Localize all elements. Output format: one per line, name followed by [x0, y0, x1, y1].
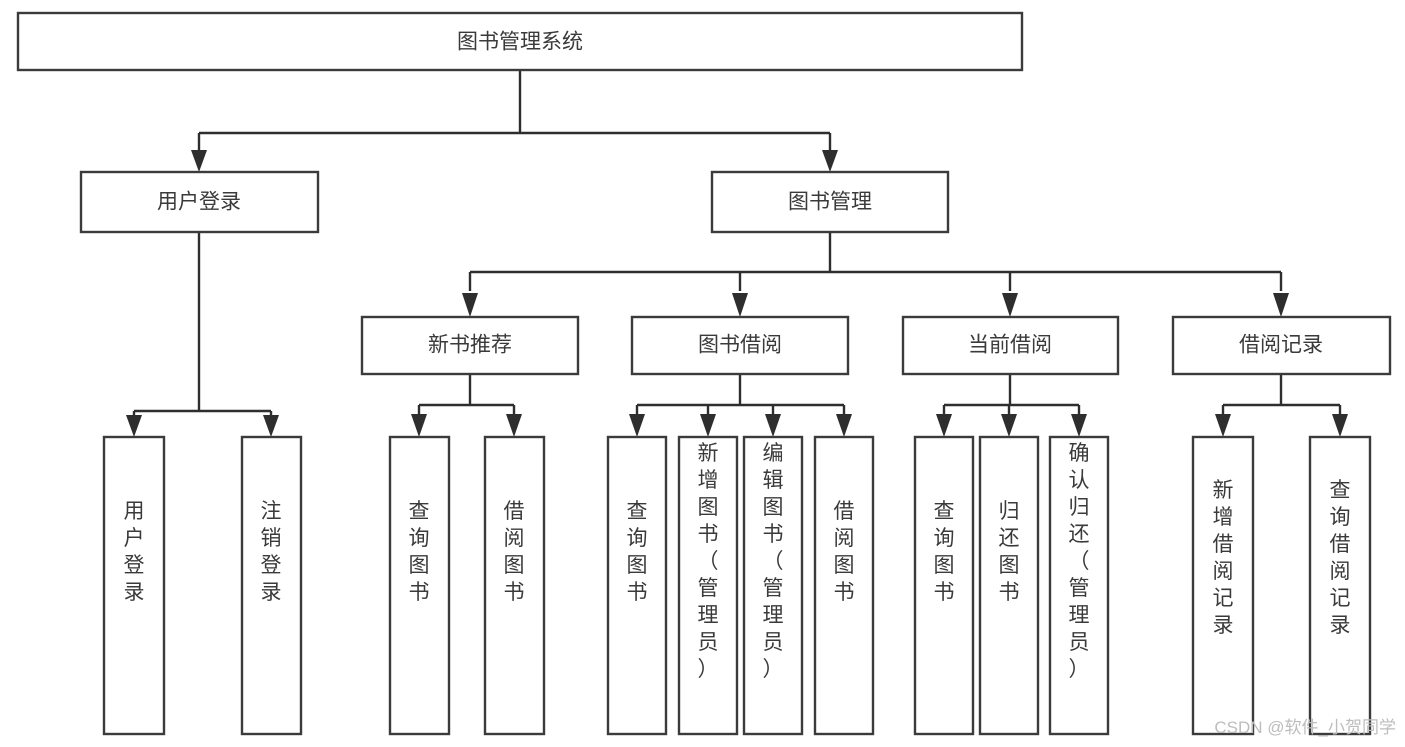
node-leaf-add-record[interactable]: 新增借阅记录 — [1191, 435, 1255, 736]
node-leaf-query-record-label: 查询借阅记录 — [1330, 479, 1351, 637]
node-leaf-add-book-box[interactable] — [677, 435, 739, 736]
arrowhead-bo-edit — [765, 414, 781, 437]
node-leaf-query-book-1[interactable]: 查询图书 — [388, 435, 451, 736]
node-borrow-box[interactable] — [630, 315, 850, 376]
node-leaf-logout-label: 注销登录 — [261, 500, 282, 604]
node-leaf-borrow-book-2-box[interactable] — [813, 435, 875, 736]
node-leaf-query-record[interactable]: 查询借阅记录 — [1308, 435, 1372, 736]
arrowhead-user-login — [126, 415, 142, 437]
arrowhead-login — [191, 150, 207, 172]
connector-layer — [126, 70, 1348, 437]
node-leaf-return-book-label: 归还图书 — [999, 500, 1020, 604]
node-root[interactable]: 图书管理系统 — [16, 11, 1024, 72]
arrowhead-nb-query — [411, 414, 427, 437]
node-leaf-query-book-3-label: 查询图书 — [934, 500, 955, 604]
arrowhead-newbook — [462, 293, 478, 317]
node-current-label: 当前借阅 — [968, 334, 1052, 357]
node-leaf-query-book-2[interactable]: 查询图书 — [606, 435, 668, 736]
arrowhead-cu-confirm — [1071, 414, 1087, 437]
node-current-box[interactable] — [901, 315, 1120, 376]
arrowhead-bo-borrow — [836, 414, 852, 437]
node-leaf-query-book-3[interactable]: 查询图书 — [913, 435, 975, 736]
arrowhead-bookmgmt — [822, 150, 838, 172]
arrowhead-re-query — [1332, 414, 1348, 437]
node-leaf-logout-box[interactable] — [240, 435, 303, 736]
arrowhead-current — [1002, 293, 1018, 317]
node-leaf-return-book[interactable]: 归还图书 — [978, 435, 1040, 736]
node-records-box[interactable] — [1171, 315, 1392, 376]
node-leaf-user-login-box[interactable] — [102, 435, 166, 736]
node-leaf-query-book-1-label: 查询图书 — [409, 500, 430, 604]
node-leaf-edit-book[interactable]: 编辑图书（管理员） — [742, 435, 804, 736]
node-leaf-add-book[interactable]: 新增图书（管理员） — [677, 435, 739, 736]
node-leaf-borrow-book-1-label: 借阅图书 — [504, 500, 525, 604]
node-login[interactable]: 用户登录 — [79, 170, 320, 234]
node-leaf-confirm-return-box[interactable] — [1048, 435, 1110, 736]
node-bookmgmt[interactable]: 图书管理 — [710, 170, 950, 234]
node-leaf-user-login[interactable]: 用户登录 — [102, 435, 166, 736]
node-leaf-edit-book-label: 编辑图书（管理员） — [763, 442, 784, 681]
node-leaf-borrow-book-1-box[interactable] — [483, 435, 546, 736]
node-leaf-add-record-box[interactable] — [1191, 435, 1255, 736]
node-bookmgmt-label: 图书管理 — [788, 191, 872, 214]
node-leaf-logout[interactable]: 注销登录 — [240, 435, 303, 736]
node-leaf-confirm-return[interactable]: 确认归还（管理员） — [1048, 435, 1110, 736]
node-records-label: 借阅记录 — [1239, 334, 1323, 357]
node-leaf-query-book-1-box[interactable] — [388, 435, 451, 736]
arrowhead-re-add — [1215, 414, 1231, 437]
node-leaf-borrow-book-1[interactable]: 借阅图书 — [483, 435, 546, 736]
arrowhead-bo-query — [629, 414, 645, 437]
node-leaf-query-book-3-box[interactable] — [913, 435, 975, 736]
node-root-label: 图书管理系统 — [457, 31, 583, 54]
node-leaf-query-book-2-label: 查询图书 — [627, 500, 648, 604]
node-leaf-return-book-box[interactable] — [978, 435, 1040, 736]
node-leaf-confirm-return-label: 确认归还（管理员） — [1069, 442, 1090, 681]
node-newbook-box[interactable] — [360, 315, 580, 376]
node-leaf-query-record-box[interactable] — [1308, 435, 1372, 736]
node-borrow[interactable]: 图书借阅 — [630, 315, 850, 376]
node-bookmgmt-box[interactable] — [710, 170, 950, 234]
csdn-watermark: CSDN @软件_小贺同学 — [1214, 718, 1396, 737]
node-leaf-user-login-label: 用户登录 — [124, 500, 145, 604]
node-records[interactable]: 借阅记录 — [1171, 315, 1392, 376]
node-newbook-label: 新书推荐 — [428, 334, 512, 357]
arrowhead-cu-query — [936, 414, 952, 437]
node-leaf-edit-book-box[interactable] — [742, 435, 804, 736]
arrowhead-bo-add — [700, 414, 716, 437]
node-root-box[interactable] — [16, 11, 1024, 72]
arrowhead-logout — [263, 415, 279, 437]
node-leaf-add-book-label: 新增图书（管理员） — [698, 442, 719, 681]
node-leaf-add-record-label: 新增借阅记录 — [1213, 479, 1234, 637]
arrowhead-nb-borrow — [506, 414, 522, 437]
arrowhead-borrow — [732, 293, 748, 317]
node-newbook[interactable]: 新书推荐 — [360, 315, 580, 376]
node-leaf-borrow-book-2[interactable]: 借阅图书 — [813, 435, 875, 736]
node-login-label: 用户登录 — [157, 191, 241, 214]
node-current[interactable]: 当前借阅 — [901, 315, 1120, 376]
node-borrow-label: 图书借阅 — [698, 334, 782, 357]
arrowhead-records — [1273, 293, 1289, 317]
node-leaf-query-book-2-box[interactable] — [606, 435, 668, 736]
node-leaf-borrow-book-2-label: 借阅图书 — [834, 500, 855, 604]
arrowhead-cu-return — [1001, 414, 1017, 437]
node-login-box[interactable] — [79, 170, 320, 234]
